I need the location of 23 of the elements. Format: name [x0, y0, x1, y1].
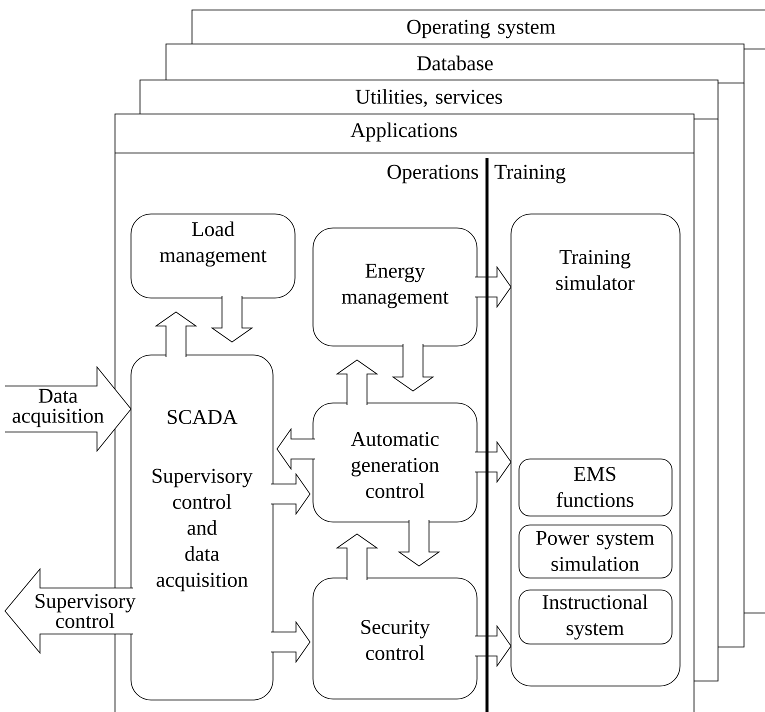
- process-box: Load management: [130, 214, 296, 298]
- block-arrow: [210, 296, 254, 342]
- module-box: EMS functions: [518, 458, 672, 516]
- block-arrow: [392, 344, 434, 392]
- block-arrow: [270, 620, 310, 664]
- layer-band: Database: [166, 44, 744, 84]
- block-arrow: [276, 428, 316, 470]
- process-box: Security control: [312, 578, 478, 700]
- module-box: Instructional system: [518, 590, 672, 644]
- process-box: Automatic generation control: [312, 402, 478, 522]
- process-box: Energy management: [312, 228, 478, 346]
- arrow-label: Data acquisition: [8, 388, 108, 428]
- block-arrow: [336, 534, 378, 580]
- block-arrow: [398, 520, 440, 566]
- block-arrow: [474, 624, 512, 668]
- section-label: Training: [494, 164, 566, 184]
- block-arrow: [270, 472, 310, 516]
- block-arrow: [154, 312, 198, 358]
- block-arrow: [336, 360, 378, 406]
- section-label: Operations: [388, 164, 478, 184]
- block-arrow: [474, 440, 512, 484]
- module-box: Power system simulation: [518, 524, 672, 578]
- block-arrow: [474, 266, 512, 308]
